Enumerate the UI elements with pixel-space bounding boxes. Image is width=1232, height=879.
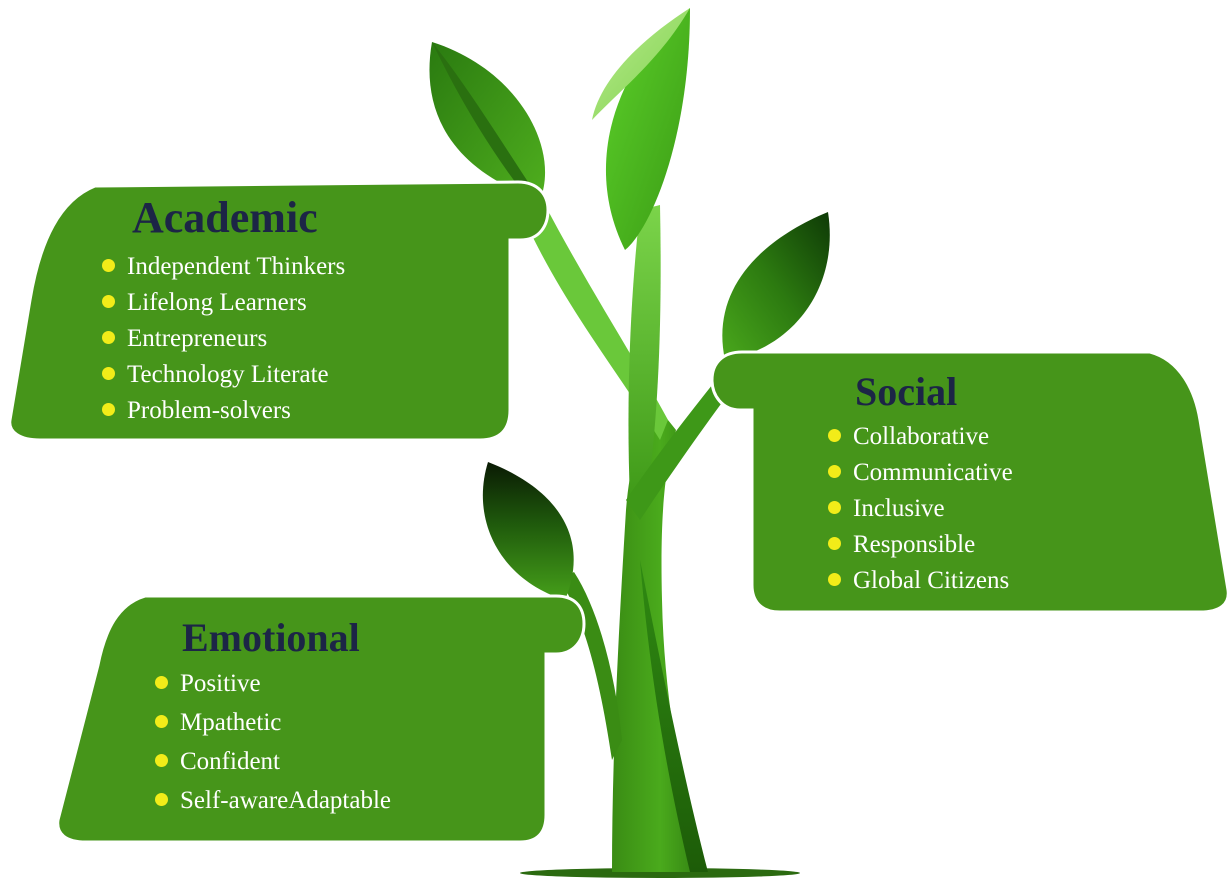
emotional-panel [56, 594, 586, 844]
social-list: Collaborative Communicative Inclusive Re… [828, 424, 1013, 593]
academic-title: Academic [132, 193, 318, 242]
list-item: Responsible [828, 532, 1013, 557]
upper-left-leaf-edge [432, 42, 540, 202]
list-item: Independent Thinkers [102, 254, 345, 279]
list-item: Communicative [828, 460, 1013, 485]
list-item-label: Technology Literate [127, 361, 329, 388]
list-item-label: Responsible [853, 531, 976, 558]
bullet-icon [155, 715, 168, 728]
bullet-icon [828, 573, 841, 586]
list-item-label: Independent Thinkers [127, 253, 346, 280]
trunk [612, 410, 708, 872]
list-item-label: Entrepreneurs [127, 325, 268, 352]
ground-shadow [520, 868, 800, 878]
social-panel [710, 350, 1230, 614]
bullet-icon [102, 259, 115, 272]
list-item-label: Mpathetic [180, 709, 282, 736]
list-item-label: Collaborative [853, 423, 990, 450]
list-item: Self-awareAdaptable [155, 788, 391, 813]
social-panel-content: Social Collaborative Communicative Inclu… [828, 372, 1013, 604]
bullet-icon [102, 331, 115, 344]
top-leaf-highlight [592, 8, 690, 120]
bullet-icon [828, 501, 841, 514]
bullet-icon [828, 537, 841, 550]
right-leaf [722, 212, 830, 360]
list-item-label: Self-awareAdaptable [180, 787, 391, 814]
lower-leaf [482, 462, 574, 600]
bullet-icon [155, 754, 168, 767]
list-item: Positive [155, 671, 391, 696]
emotional-title: Emotional [182, 615, 360, 660]
social-title: Social [855, 369, 958, 414]
list-item: Entrepreneurs [102, 326, 345, 351]
list-item: Problem-solvers [102, 398, 345, 423]
bullet-icon [828, 429, 841, 442]
list-item: Confident [155, 749, 391, 774]
list-item-label: Inclusive [853, 495, 945, 522]
bullet-icon [828, 465, 841, 478]
top-stalk [628, 205, 661, 500]
list-item: Lifelong Learners [102, 290, 345, 315]
academic-panel-content: Academic Independent Thinkers Lifelong L… [102, 196, 345, 434]
list-item: Collaborative [828, 424, 1013, 449]
list-item: Global Citizens [828, 568, 1013, 593]
emotional-list: Positive Mpathetic Confident Self-awareA… [155, 671, 391, 813]
list-item-label: Global Citizens [853, 567, 1010, 594]
list-item-label: Confident [180, 748, 280, 775]
list-item: Mpathetic [155, 710, 391, 735]
list-item-label: Problem-solvers [127, 397, 291, 424]
bullet-icon [155, 676, 168, 689]
emotional-panel-content: Emotional Positive Mpathetic Confident S… [155, 618, 391, 827]
lower-left-branch [560, 572, 622, 760]
bullet-icon [155, 793, 168, 806]
list-item-label: Positive [180, 670, 261, 697]
list-item: Inclusive [828, 496, 1013, 521]
list-item: Technology Literate [102, 362, 345, 387]
bullet-icon [102, 295, 115, 308]
academic-list: Independent Thinkers Lifelong Learners E… [102, 254, 345, 423]
academic-panel [8, 180, 550, 442]
top-leaf [605, 8, 690, 250]
bullet-icon [102, 367, 115, 380]
list-item-label: Lifelong Learners [127, 289, 307, 316]
bullet-icon [102, 403, 115, 416]
list-item-label: Communicative [853, 459, 1013, 486]
